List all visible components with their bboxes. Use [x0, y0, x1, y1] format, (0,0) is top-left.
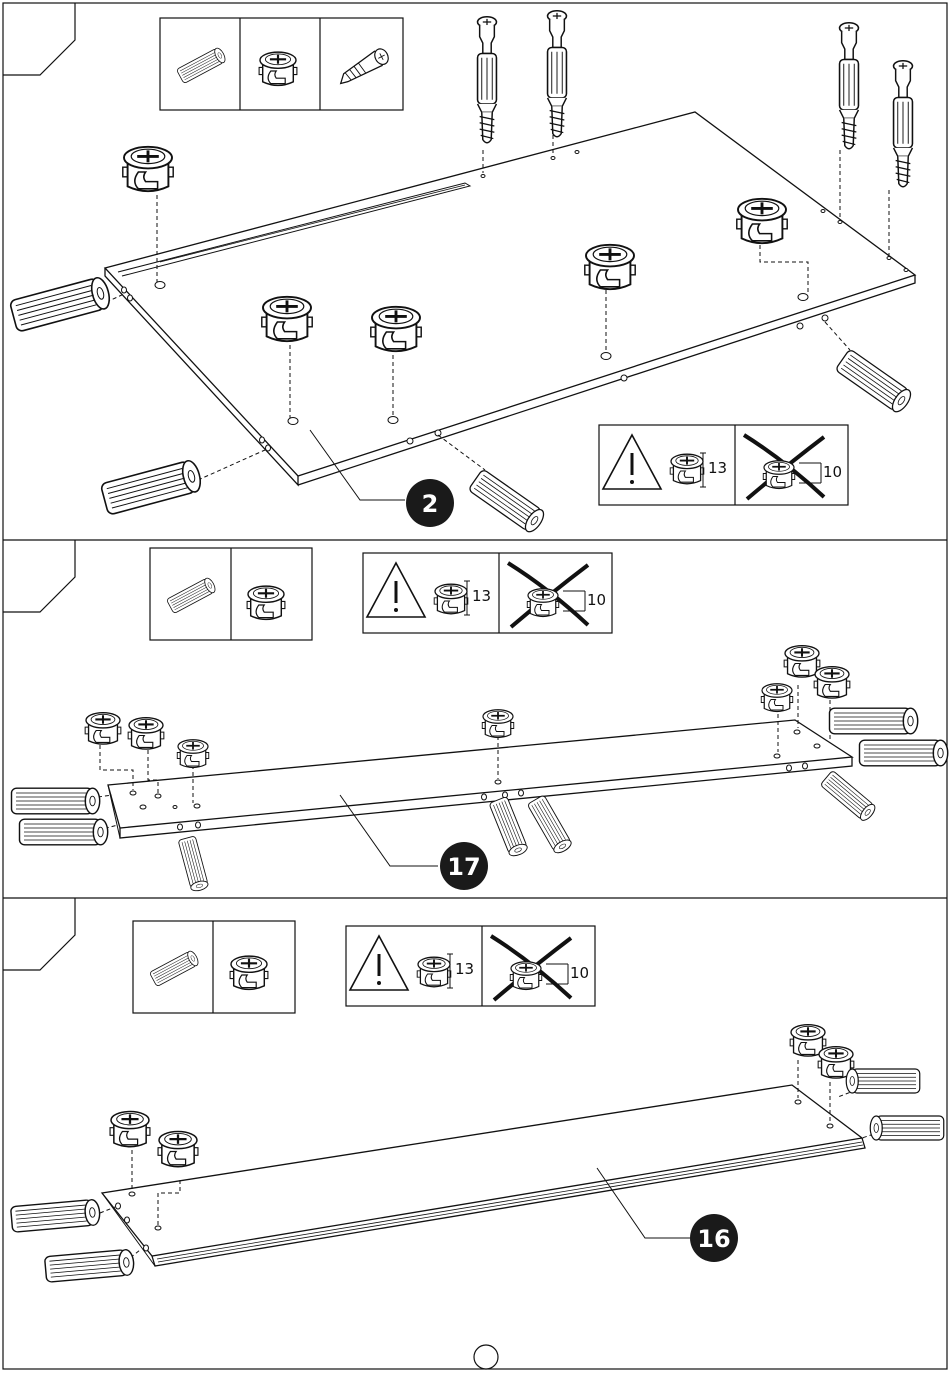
panel-17: [108, 720, 852, 838]
section-1: 2 13 10: [3, 3, 915, 535]
wooden-dowel-icon: [45, 1249, 135, 1282]
cam-bolt-icon: [840, 23, 859, 149]
cam-lock-icon: [434, 584, 468, 614]
section-3: 13 10: [3, 898, 944, 1282]
correct-depth-label: 13: [708, 459, 727, 477]
cam-lock-icon: [247, 586, 285, 619]
part-number: 2: [422, 490, 439, 518]
wooden-dowel-icon: [860, 740, 948, 766]
wrong-depth-label: 10: [587, 591, 606, 609]
cam-lock-icon: [670, 454, 704, 484]
wooden-dowel-icon: [178, 836, 209, 893]
cam-bolt-icon: [894, 61, 913, 187]
part-number: 16: [697, 1225, 730, 1253]
part-number: 17: [447, 853, 480, 881]
step-corner-tab: [3, 3, 75, 75]
parts-legend: [150, 548, 312, 640]
cam-lock-icon: [85, 713, 121, 744]
cam-lock-icon: [371, 307, 421, 351]
wooden-dowel-icon: [820, 770, 877, 823]
wooden-dowel-icon: [9, 276, 112, 332]
cam-lock-icon: [814, 667, 850, 698]
wooden-dowel-icon: [846, 1069, 920, 1093]
parts-legend: [160, 18, 403, 110]
page-number-circle: [474, 1345, 498, 1369]
depth-warning-box: 13 10: [363, 553, 612, 633]
depth-warning-box: 13 10: [599, 425, 848, 505]
cam-lock-icon: [262, 297, 312, 341]
wrong-depth-label: 10: [823, 463, 842, 481]
wooden-dowel-icon: [100, 459, 203, 515]
cam-lock-icon: [128, 718, 164, 749]
step-corner-tab: [3, 540, 75, 612]
wooden-dowel-icon: [527, 795, 573, 856]
cam-lock-icon: [482, 710, 514, 738]
wrong-depth-label: 10: [570, 964, 589, 982]
wooden-dowel-icon: [835, 349, 914, 415]
section-2: 13 10: [3, 540, 948, 892]
correct-depth-label: 13: [455, 960, 474, 978]
cam-lock-icon: [585, 245, 635, 289]
cam-bolt-icon: [478, 17, 497, 143]
correct-depth-label: 13: [472, 587, 491, 605]
cam-lock-icon: [110, 1112, 150, 1147]
cam-lock-icon: [230, 956, 268, 989]
parts-legend: [133, 921, 295, 1013]
cam-lock-icon: [158, 1132, 198, 1167]
cam-lock-icon: [737, 199, 787, 243]
panel-16: [102, 1085, 865, 1266]
part-number-badge: 17: [440, 842, 488, 890]
wooden-dowel-icon: [19, 819, 107, 845]
cam-lock-icon: [123, 147, 173, 191]
step-corner-tab: [3, 898, 75, 970]
wooden-dowel-icon: [468, 469, 547, 535]
part-number-badge: 16: [690, 1214, 738, 1262]
cam-lock-icon: [784, 646, 820, 677]
cam-bolt-icon: [548, 11, 567, 137]
cam-lock-icon: [417, 957, 451, 987]
wooden-dowel-icon: [489, 796, 529, 858]
cam-lock-icon: [259, 52, 297, 85]
cam-lock-icon: [177, 740, 209, 768]
part-number-badge: 2: [406, 479, 454, 527]
cam-lock-icon: [761, 684, 793, 712]
depth-warning-box: 13 10: [346, 926, 595, 1006]
wooden-dowel-icon: [870, 1116, 944, 1140]
wooden-dowel-icon: [11, 788, 99, 814]
wooden-dowel-icon: [11, 1199, 101, 1232]
wooden-dowel-icon: [830, 708, 918, 734]
